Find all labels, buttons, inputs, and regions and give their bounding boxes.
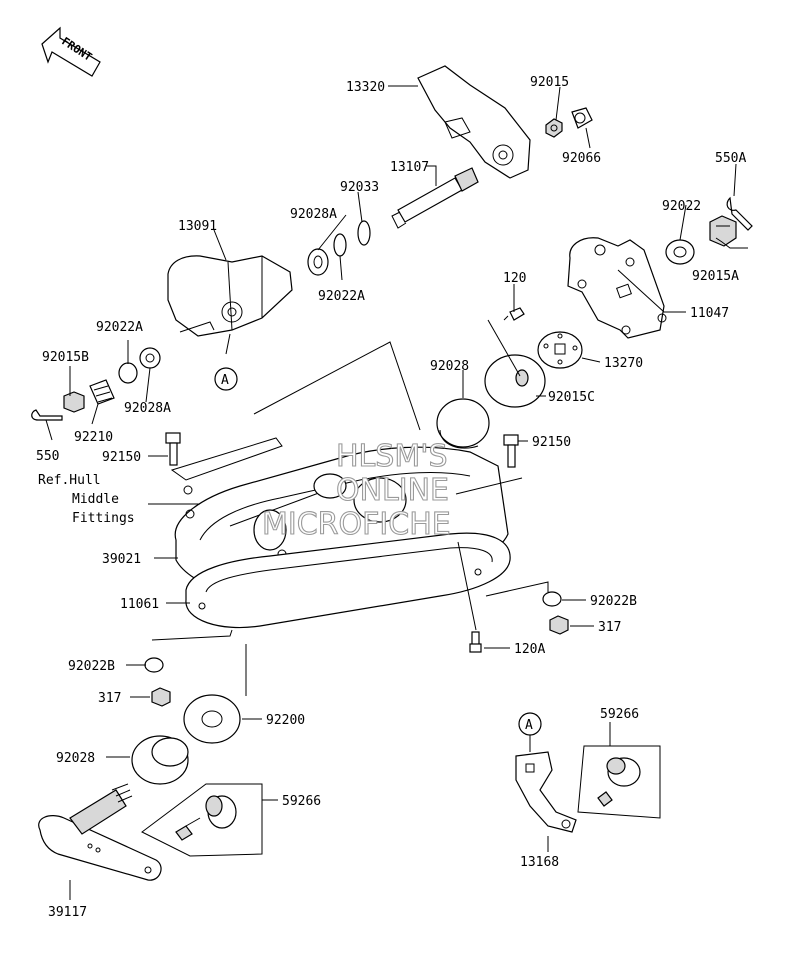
part-label-92210: 92210 — [74, 430, 113, 445]
front-arrow-icon: FRONT — [41, 26, 101, 77]
disc-92015c-part — [484, 354, 546, 408]
part-label-92022a-left: 92022A — [96, 320, 143, 335]
part-label-92028-top: 92028 — [430, 359, 469, 374]
nut-317-right-part — [549, 615, 569, 635]
watermark-line2: ONLINE — [336, 473, 449, 508]
part-label-92015a: 92015A — [692, 269, 739, 284]
cap-59266-right-part — [577, 745, 661, 819]
part-label-92015b: 92015B — [42, 350, 89, 365]
cotter-pin-550a-part — [726, 196, 753, 231]
watermark-line3: MICROFICHE — [262, 507, 451, 542]
part-label-92015c: 92015C — [548, 390, 595, 405]
part-label-92028-bottom: 92028 — [56, 751, 95, 766]
part-label-92150-right: 92150 — [532, 435, 571, 450]
part-label-92028a-left: 92028A — [124, 401, 171, 416]
grommet-92028-top-part — [436, 398, 490, 449]
part-label-11061: 11061 — [120, 597, 159, 612]
part-label-13320: 13320 — [346, 80, 385, 95]
shaft-13107-part — [391, 167, 479, 229]
grommet-92028-bottom-part — [131, 735, 189, 785]
ref-note-line2: Middle — [72, 492, 119, 507]
part-label-59266-right: 59266 — [600, 707, 639, 722]
washer-92022b-right-part — [542, 591, 562, 607]
part-labels: 13320 92015 92066 550A 13107 92033 13091… — [36, 75, 746, 920]
ref-a-callout-right: A — [518, 712, 542, 752]
part-label-317-left: 317 — [98, 691, 121, 706]
ref-a-callout-left: A — [214, 367, 238, 391]
washer-92200-part — [183, 694, 241, 744]
watermark: HLSM'S ONLINE MICROFICHE — [261, 438, 451, 542]
castle-nut-92015a-part — [709, 215, 737, 247]
part-label-120a: 120A — [514, 642, 545, 657]
part-label-92022b-right: 92022B — [590, 594, 637, 609]
part-label-92150-left: 92150 — [102, 450, 141, 465]
washer-92033-part — [357, 220, 371, 246]
washer-92022b-left-part — [144, 657, 164, 673]
watermark-line1: HLSM'S — [336, 439, 448, 474]
ref-a-right-label: A — [525, 718, 533, 733]
part-label-550a: 550A — [715, 151, 746, 166]
part-label-317-right: 317 — [598, 620, 621, 635]
bolt-92150-right-part — [503, 434, 519, 468]
spring-92210-part — [89, 379, 115, 405]
ref-note-line3: Fittings — [72, 511, 135, 526]
leader-lines — [45, 85, 748, 900]
washer-92022a-left-part — [118, 362, 138, 384]
part-label-92200: 92200 — [266, 713, 305, 728]
part-label-13091: 13091 — [178, 219, 217, 234]
cotter-pin-550-part — [31, 409, 63, 421]
part-label-39021: 39021 — [102, 552, 141, 567]
part-label-59266-left: 59266 — [282, 794, 321, 809]
part-label-39117: 39117 — [48, 905, 87, 920]
part-label-92022: 92022 — [662, 199, 701, 214]
part-label-11047: 11047 — [690, 306, 729, 321]
washer-92022a-top-part — [333, 233, 347, 257]
part-label-92022a-top: 92022A — [318, 289, 365, 304]
part-label-13107: 13107 — [390, 160, 429, 175]
ref-note: Ref.Hull Middle Fittings — [38, 473, 135, 526]
plate-11047-part — [567, 237, 667, 339]
castle-nut-92015b-part — [63, 391, 85, 413]
bush-92028a-left-part — [139, 347, 161, 369]
nut-92015-part — [545, 118, 563, 138]
part-label-92028a-top: 92028A — [290, 207, 337, 222]
ref-a-left-label: A — [221, 373, 229, 388]
gasket-11061-part — [185, 532, 511, 629]
part-label-92066: 92066 — [562, 151, 601, 166]
bush-92066-part — [571, 107, 593, 129]
part-label-92022b-left: 92022B — [68, 659, 115, 674]
bracket-13168-part — [515, 751, 577, 833]
part-label-92033: 92033 — [340, 180, 379, 195]
part-label-92015: 92015 — [530, 75, 569, 90]
washer-92022-part — [665, 239, 695, 265]
steering-cover-part — [417, 65, 531, 179]
part-label-13270: 13270 — [604, 356, 643, 371]
plate-13270-part — [537, 331, 583, 369]
ref-note-line1: Ref.Hull — [38, 473, 101, 488]
cap-59266-left-part — [141, 783, 263, 857]
nut-317-left-part — [151, 687, 171, 707]
steering-holder-13091-part — [167, 255, 293, 337]
bolt-92150-left-part — [165, 432, 181, 466]
arm-39117-part — [38, 783, 162, 881]
part-label-13168: 13168 — [520, 855, 559, 870]
bolt-120a-part — [469, 631, 482, 653]
bush-92028a-top-part — [307, 248, 329, 276]
part-label-120: 120 — [503, 271, 526, 286]
part-label-550: 550 — [36, 449, 59, 464]
